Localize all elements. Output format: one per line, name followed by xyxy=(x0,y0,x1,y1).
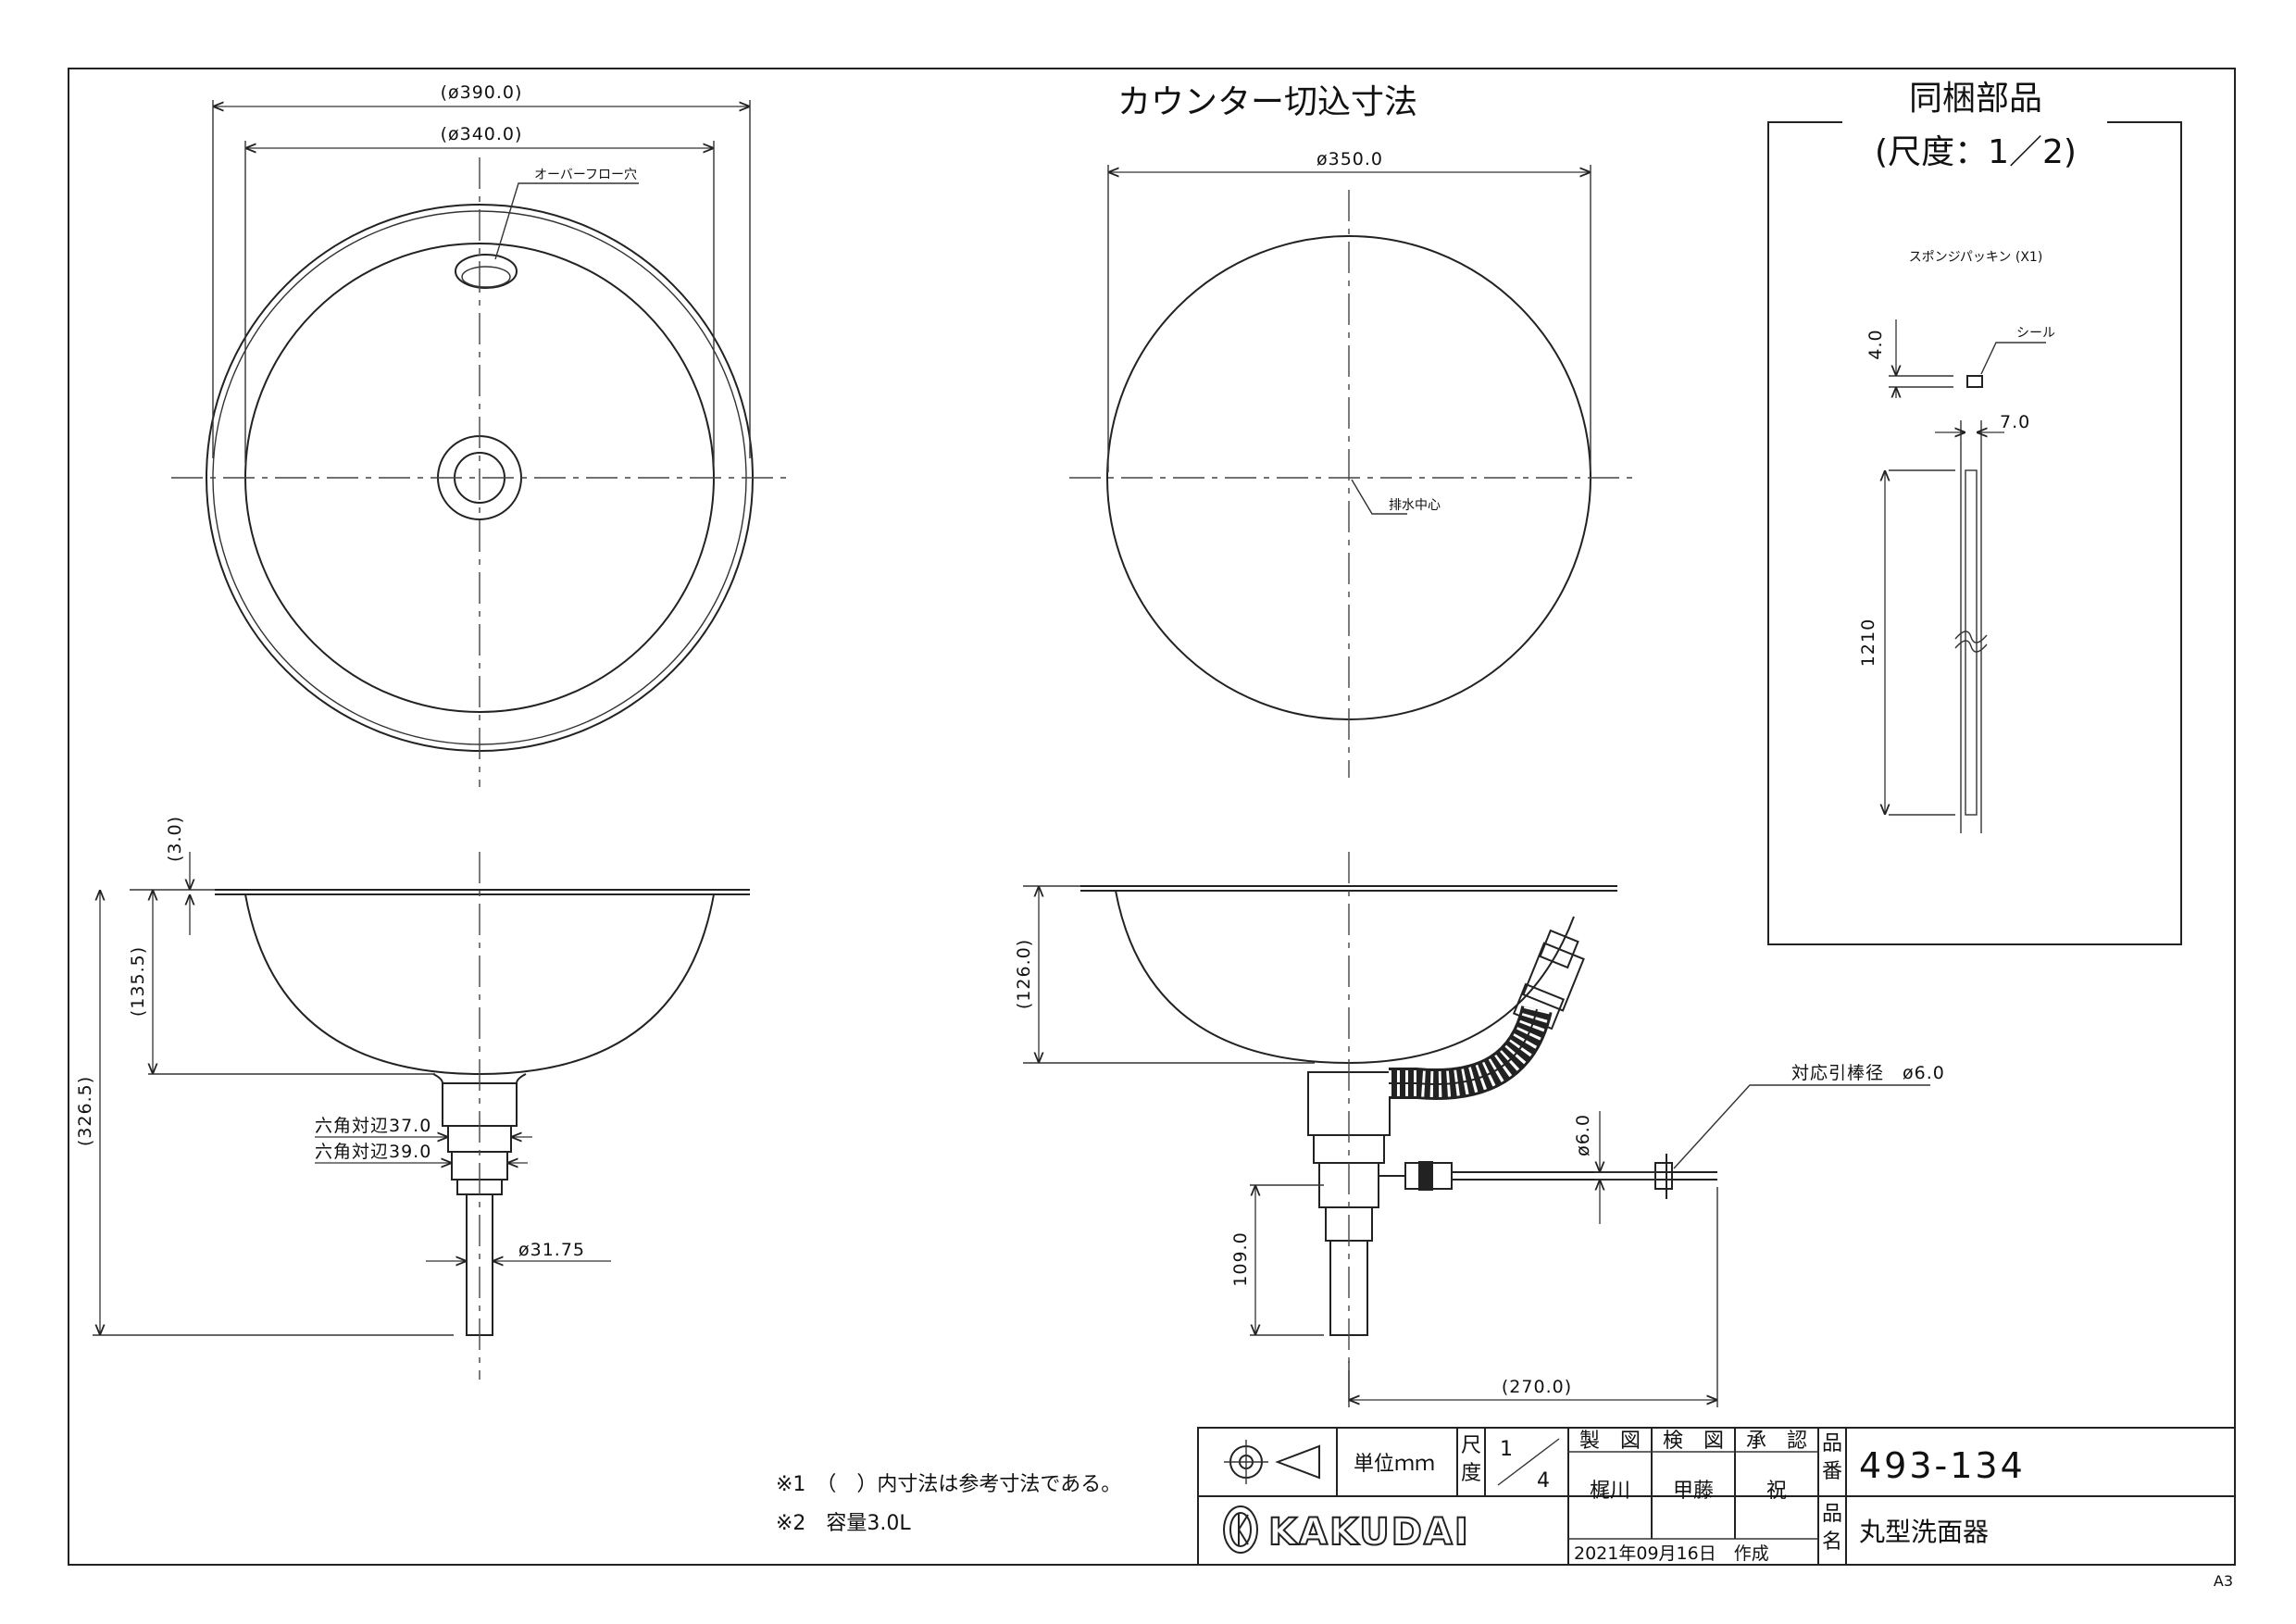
drawn-by-label: 製 図 xyxy=(1579,1430,1641,1453)
projection-symbol-icon xyxy=(1224,1440,1320,1484)
dim-outer-diameter: (ø390.0) xyxy=(441,82,523,103)
part-no-label-2: 番 xyxy=(1822,1460,1842,1483)
part-name: 丸型洗面器 xyxy=(1859,1517,1989,1547)
side-view-right: (126.0) 109.0 ø6.0 対応引棒径 ø6.0 (270.0) xyxy=(1014,852,1945,1407)
svg-text:KAKUDAI: KAKUDAI xyxy=(1268,1511,1470,1554)
dim-flange-thickness: (3.0) xyxy=(165,816,185,862)
drawn-by: 梶川 xyxy=(1590,1480,1630,1503)
parts-title: 同梱部品 xyxy=(1909,80,2042,118)
dim-pipe-diameter: ø31.75 xyxy=(518,1240,585,1260)
dim-bowl-depth: (135.5) xyxy=(128,946,148,1017)
approved-by-label: 承 認 xyxy=(1746,1430,1807,1453)
scale-label-2: 度 xyxy=(1461,1462,1481,1485)
parts-panel: 同梱部品 (尺度：1／2) スポンジパッキン (X1) 4.0 シール 7.0 … xyxy=(1767,80,2182,945)
part-name-label-1: 品 xyxy=(1822,1503,1842,1526)
top-view: (ø390.0) (ø340.0) オーバーフロー穴 xyxy=(171,82,792,787)
seal-label: シール xyxy=(2016,326,2055,341)
part-no-label-1: 品 xyxy=(1822,1432,1842,1455)
dim-rod-diameter: ø6.0 xyxy=(1573,1114,1593,1156)
scale-label-1: 尺 xyxy=(1461,1434,1481,1457)
unit-label: 単位ｍｍ xyxy=(1354,1453,1435,1476)
dim-rod-reach: (270.0) xyxy=(1502,1377,1572,1397)
part-name-label-2: 名 xyxy=(1822,1530,1842,1554)
dim-thickness: 4.0 xyxy=(1866,329,1886,359)
checked-by: 甲藤 xyxy=(1673,1480,1714,1503)
approved-by: 祝 xyxy=(1766,1480,1787,1503)
sponge-packing-label: スポンジパッキン (X1) xyxy=(1909,250,2043,265)
scale-numerator: 1 xyxy=(1500,1438,1513,1461)
checked-by-label: 検 図 xyxy=(1663,1430,1724,1453)
dim-drain-length: 109.0 xyxy=(1230,1231,1251,1286)
created-date: 2021年09月16日 作成 xyxy=(1574,1543,1769,1564)
side-view-left: (3.0) (135.5) (326.5) 六角対辺37.0 六角対辺39.0 … xyxy=(75,816,750,1380)
sheet-border xyxy=(68,68,2236,1566)
dim-cutout-diameter: ø350.0 xyxy=(1316,149,1383,169)
title-block: 単位ｍｍ 尺 度 1 4 製 図 検 図 承 認 梶川 甲藤 祝 2021年09… xyxy=(1197,1427,2236,1566)
dim-width: 7.0 xyxy=(2000,412,2030,432)
dim-bowl-depth-right: (126.0) xyxy=(1014,939,1034,1009)
parts-scale: (尺度：1／2) xyxy=(1875,133,2077,171)
dim-length: 1210 xyxy=(1858,618,1878,667)
part-number: 493-134 xyxy=(1859,1445,2026,1486)
hex-size-39: 六角対辺39.0 xyxy=(315,1142,431,1162)
drain-center-label: 排水中心 xyxy=(1389,498,1441,513)
scale-denominator: 4 xyxy=(1537,1469,1550,1493)
cutout-view: カウンター切込寸法 ø350.0 排水中心 xyxy=(1069,83,1639,778)
sheet-size: A3 xyxy=(2214,1572,2233,1590)
hex-size-37: 六角対辺37.0 xyxy=(315,1116,431,1136)
kakudai-logo-icon: KAKUDAI xyxy=(1223,1505,1470,1555)
note-1: ※1 （ ）内寸法は参考寸法である。 xyxy=(776,1473,1121,1496)
cutout-title: カウンター切込寸法 xyxy=(1117,83,1417,121)
rod-diameter-label: 対応引棒径 ø6.0 xyxy=(1791,1063,1945,1083)
note-2: ※2 容量3.0L xyxy=(776,1512,911,1535)
overflow-hole-label: オーバーフロー穴 xyxy=(534,168,637,182)
dim-inner-diameter: (ø340.0) xyxy=(441,124,523,144)
dim-total-height: (326.5) xyxy=(75,1076,95,1146)
